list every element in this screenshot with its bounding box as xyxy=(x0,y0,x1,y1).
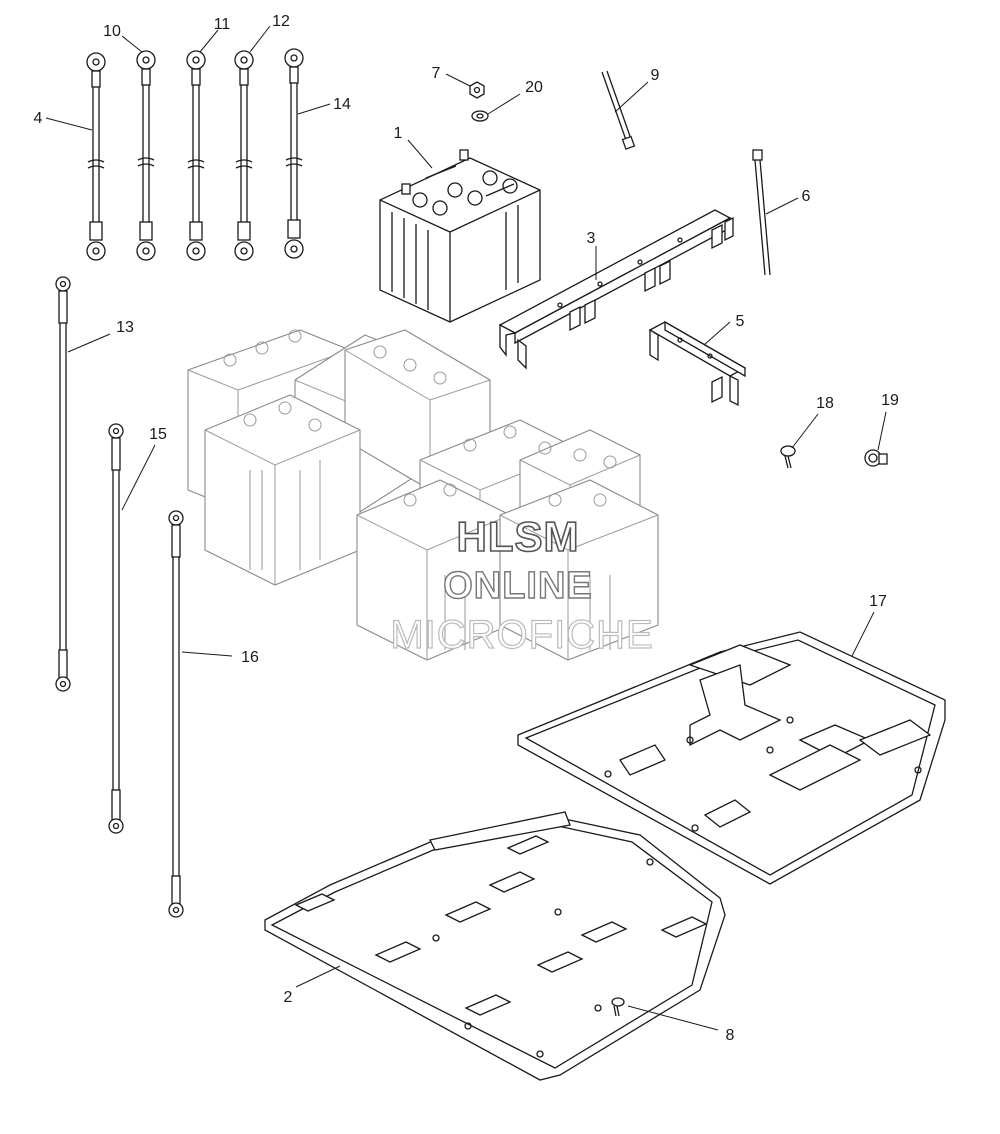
short-cable-11 xyxy=(186,50,206,261)
callout-3: 3 xyxy=(587,230,596,247)
callout-11: 11 xyxy=(214,16,231,33)
long-cable-16 xyxy=(168,510,184,918)
callout-5: 5 xyxy=(736,313,745,330)
callout-8: 8 xyxy=(726,1027,735,1044)
short-cable-14 xyxy=(284,48,304,259)
callout-9: 9 xyxy=(651,67,660,84)
hold-down-rod-9 xyxy=(601,70,636,150)
watermark-line-2: ONLINE xyxy=(443,565,593,607)
screw-18 xyxy=(780,445,796,469)
battery-1 xyxy=(379,149,541,323)
watermark-line-3: MICROFICHE xyxy=(390,613,653,657)
screw-8 xyxy=(611,997,625,1017)
hold-down-rod-6 xyxy=(752,149,771,276)
callout-2: 2 xyxy=(284,989,293,1006)
watermark: HLSM ONLINE MICROFICHE xyxy=(390,512,654,657)
callout-12: 12 xyxy=(272,13,290,30)
clamp-19 xyxy=(864,449,888,467)
callout-1: 1 xyxy=(394,125,403,142)
short-cable-12 xyxy=(234,50,254,261)
short-cable-4 xyxy=(86,52,106,261)
leader-lines xyxy=(45,25,887,1031)
battery-cluster xyxy=(187,329,659,661)
callout-4: 4 xyxy=(34,110,43,127)
callout-numbers: 4 10 11 12 14 13 15 16 1 7 20 9 6 3 5 18… xyxy=(34,13,899,1044)
battery-tray-17 xyxy=(517,631,946,885)
long-cable-15 xyxy=(108,423,124,834)
hold-down-bracket-5 xyxy=(648,320,747,407)
callout-10: 10 xyxy=(103,23,121,40)
watermark-line-1: HLSM xyxy=(457,513,580,560)
callout-17: 17 xyxy=(869,593,887,610)
callout-15: 15 xyxy=(149,426,167,443)
long-cable-13 xyxy=(55,276,71,692)
callout-20: 20 xyxy=(525,79,543,96)
callout-7: 7 xyxy=(432,65,441,82)
washer-20 xyxy=(471,110,489,122)
callout-16: 16 xyxy=(241,649,259,666)
battery-plate-2 xyxy=(264,811,726,1081)
hold-down-bar-3 xyxy=(498,209,734,370)
short-cable-10 xyxy=(136,50,156,261)
callout-14: 14 xyxy=(333,96,351,113)
callout-13: 13 xyxy=(116,319,134,336)
nut-7 xyxy=(469,81,485,99)
callout-19: 19 xyxy=(881,392,899,409)
callout-18: 18 xyxy=(816,395,834,412)
callout-6: 6 xyxy=(802,188,811,205)
